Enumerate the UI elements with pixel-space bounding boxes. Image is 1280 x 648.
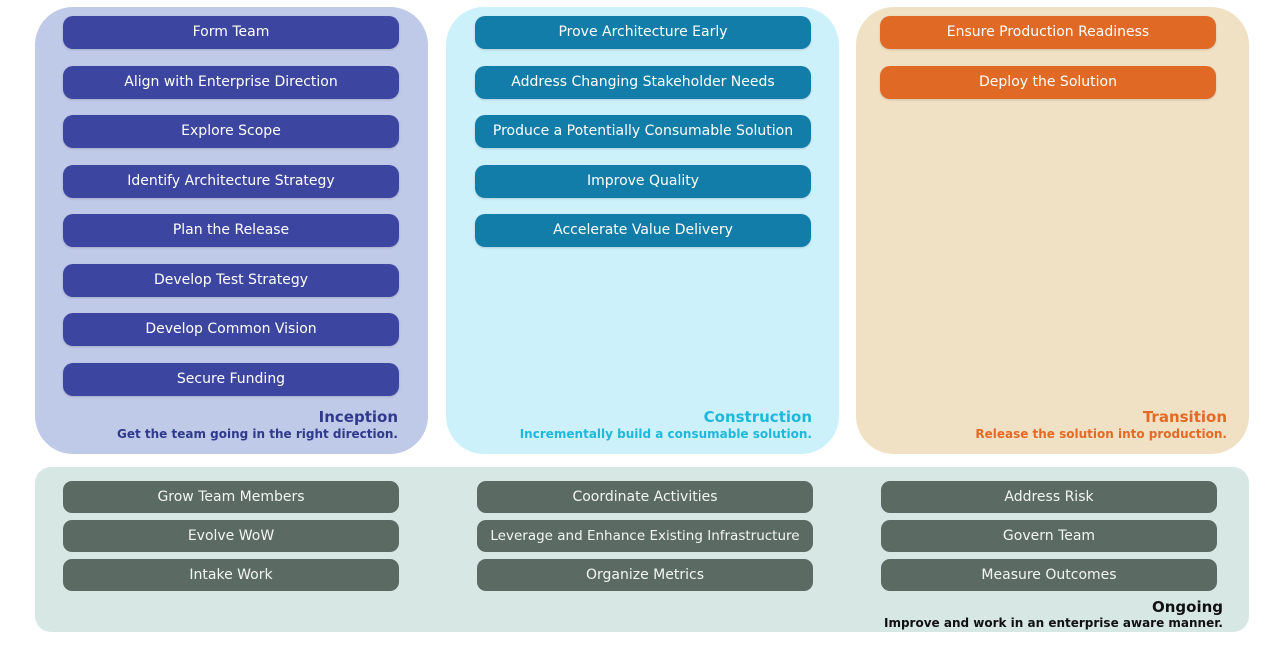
goal-form-team[interactable]: Form Team xyxy=(63,16,399,49)
phase-construction-panel: Prove Architecture Early Address Changin… xyxy=(446,7,839,454)
goal-govern-team[interactable]: Govern Team xyxy=(881,520,1217,552)
goal-plan-the-release[interactable]: Plan the Release xyxy=(63,214,399,247)
goal-produce-potentially-consumable-solution[interactable]: Produce a Potentially Consumable Solutio… xyxy=(475,115,811,148)
goal-deploy-the-solution[interactable]: Deploy the Solution xyxy=(880,66,1216,99)
phase-transition-panel: Ensure Production Readiness Deploy the S… xyxy=(856,7,1249,454)
goal-coordinate-activities[interactable]: Coordinate Activities xyxy=(477,481,813,513)
goal-improve-quality[interactable]: Improve Quality xyxy=(475,165,811,198)
goal-accelerate-value-delivery[interactable]: Accelerate Value Delivery xyxy=(475,214,811,247)
phase-inception-panel: Form Team Align with Enterprise Directio… xyxy=(35,7,428,454)
goal-align-with-enterprise-direction[interactable]: Align with Enterprise Direction xyxy=(63,66,399,99)
goal-secure-funding[interactable]: Secure Funding xyxy=(63,363,399,396)
goal-evolve-wow[interactable]: Evolve WoW xyxy=(63,520,399,552)
goal-organize-metrics[interactable]: Organize Metrics xyxy=(477,559,813,591)
phase-tagline-ongoing: Improve and work in an enterprise aware … xyxy=(884,616,1223,630)
goal-ensure-production-readiness[interactable]: Ensure Production Readiness xyxy=(880,16,1216,49)
phase-title-ongoing: Ongoing xyxy=(1151,598,1223,616)
goal-develop-common-vision[interactable]: Develop Common Vision xyxy=(63,313,399,346)
goal-intake-work[interactable]: Intake Work xyxy=(63,559,399,591)
phase-tagline-transition: Release the solution into production. xyxy=(975,427,1227,441)
phase-title-construction: Construction xyxy=(703,408,812,426)
phase-title-transition: Transition xyxy=(1142,408,1227,426)
ongoing-panel: Grow Team Members Evolve WoW Intake Work… xyxy=(35,467,1249,632)
goal-leverage-enhance-existing-infrastructure[interactable]: Leverage and Enhance Existing Infrastruc… xyxy=(477,520,813,552)
goal-prove-architecture-early[interactable]: Prove Architecture Early xyxy=(475,16,811,49)
goal-address-changing-stakeholder-needs[interactable]: Address Changing Stakeholder Needs xyxy=(475,66,811,99)
goal-develop-test-strategy[interactable]: Develop Test Strategy xyxy=(63,264,399,297)
goal-explore-scope[interactable]: Explore Scope xyxy=(63,115,399,148)
phase-tagline-inception: Get the team going in the right directio… xyxy=(117,427,398,441)
goal-grow-team-members[interactable]: Grow Team Members xyxy=(63,481,399,513)
goal-measure-outcomes[interactable]: Measure Outcomes xyxy=(881,559,1217,591)
goal-address-risk[interactable]: Address Risk xyxy=(881,481,1217,513)
phase-title-inception: Inception xyxy=(318,408,398,426)
goal-identify-architecture-strategy[interactable]: Identify Architecture Strategy xyxy=(63,165,399,198)
phase-tagline-construction: Incrementally build a consumable solutio… xyxy=(519,427,812,441)
